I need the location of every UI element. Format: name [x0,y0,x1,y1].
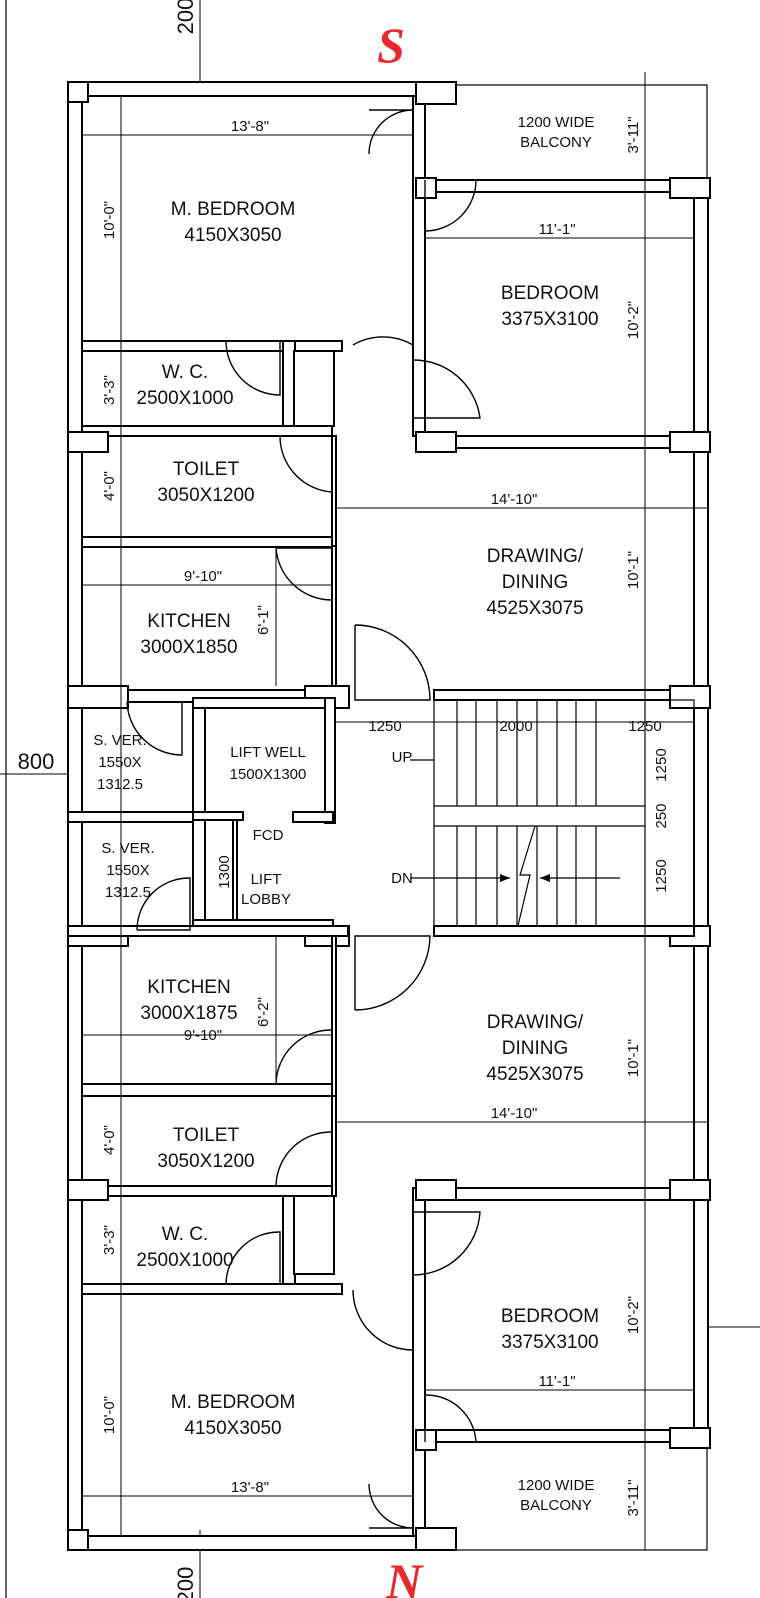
sver-bottom-line3: 1312.5 [105,884,151,901]
stair-h3: 1250 [653,859,670,892]
wc-name: W. C. [162,362,208,383]
lower-drawing-size: 4525X3075 [486,1064,583,1085]
toilet-height-dim: 4'-0" [101,471,118,501]
stair-h2: 250 [653,803,670,828]
lower-toilet-height-dim: 4'-0" [101,1125,118,1155]
lower-drawing-height-dim: 10'-1" [625,1039,642,1077]
lift-well-name: LIFT WELL [230,744,306,761]
lower-kitchen-height-dim: 6'-2" [255,997,272,1027]
lower-columns [67,1179,711,1551]
kitchen-height-dim: 6'-1" [255,605,272,635]
stair-dn-label: DN [391,870,413,887]
bedroom-name: BEDROOM [501,283,599,304]
fcd-label: FCD [253,827,284,844]
lower-wc-name: W. C. [162,1224,208,1245]
drawing-height-dim: 10'-1" [625,551,642,589]
dimension-lines [82,72,707,1550]
lower-mbr-width-dim: 13'-8" [231,1479,269,1496]
lower-toilet-size: 3050X1200 [157,1151,254,1172]
lower-kitchen-width-dim: 9'-10" [184,1027,222,1044]
lower-mbr-size: 4150X3050 [184,1418,281,1439]
stair-w2: 2000 [499,718,532,735]
sver-top-line1: S. VER. [93,732,146,749]
stair-w1: 1250 [368,718,401,735]
sver-top-line3: 1312.5 [97,776,143,793]
lower-balcony-depth-dim: 3'-11" [625,1479,642,1516]
toilet-name: TOILET [173,459,240,480]
lobby-line2: LOBBY [241,891,291,908]
mbr-height-dim: 10'-0" [101,201,118,239]
stair-up-label: UP [392,749,413,766]
sver-bottom-line2: 1550X [106,862,149,879]
lower-wc-size: 2500X1000 [136,1250,233,1271]
lower-unit-walls [67,925,695,1537]
lower-toilet-name: TOILET [173,1125,240,1146]
stair-h1: 1250 [653,748,670,781]
compass-north-label: N [385,1553,424,1598]
stair-w3: 1250 [628,718,661,735]
mbr-name: M. BEDROOM [171,199,296,220]
lower-bedroom-size: 3375X3100 [501,1332,598,1353]
kitchen-width-dim: 9'-10" [184,568,222,585]
wc-height-dim: 3'-3" [101,375,118,405]
bottom-left-dim: 200 [173,1567,198,1598]
lower-mbr-name: M. BEDROOM [171,1392,296,1413]
lobby-dim: 1300 [216,855,233,888]
balcony-line2: BALCONY [520,134,592,151]
bedroom-width-dim: 11'-1" [538,221,575,238]
lower-balcony-line2: BALCONY [520,1497,592,1514]
top-left-dim: 200 [173,0,198,34]
lower-bedroom-width-dim: 11'-1" [538,1373,575,1390]
lobby-line1: LIFT [251,871,282,888]
mbr-size: 4150X3050 [184,225,281,246]
drawing-line2: DINING [502,572,569,593]
bedroom-size: 3375X3100 [501,309,598,330]
lower-kitchen-name: KITCHEN [147,977,230,998]
drawing-width-dim: 14'-10" [491,491,538,508]
wc-size: 2500X1000 [136,388,233,409]
upper-unit-labels: 13'-8" 10'-0" M. BEDROOM 4150X3050 1200 … [101,114,642,658]
lower-mbr-height-dim: 10'-0" [101,1396,118,1434]
core-labels: S. VER. 1550X 1312.5 S. VER. 1550X 1312.… [93,718,670,908]
kitchen-name: KITCHEN [147,611,230,632]
sver-top-line2: 1550X [98,754,141,771]
toilet-size: 3050X1200 [157,485,254,506]
balcony-depth-dim: 3'-11" [625,116,642,153]
bedroom-height-dim: 10'-2" [625,301,642,339]
lower-bedroom-height-dim: 10'-2" [625,1296,642,1334]
kitchen-size: 3000X1850 [140,637,237,658]
lower-drawing-line2: DINING [502,1038,569,1059]
lower-kitchen-size: 3000X1875 [140,1003,237,1024]
lower-wc-height-dim: 3'-3" [101,1225,118,1255]
lower-drawing-line1: DRAWING/ [487,1012,584,1033]
lower-bedroom-name: BEDROOM [501,1306,599,1327]
mbr-width-dim: 13'-8" [231,118,269,135]
lower-balcony-line1: 1200 WIDE [518,1477,595,1494]
lift-well-size: 1500X1300 [230,766,307,783]
sver-bottom-line1: S. VER. [101,840,154,857]
upper-unit-walls [67,95,695,703]
compass-south-label: S [377,17,405,73]
lower-drawing-width-dim: 14'-10" [491,1105,538,1122]
left-mid-dim: 800 [18,749,55,774]
drawing-line1: DRAWING/ [487,546,584,567]
drawing-size: 4525X3075 [486,598,583,619]
door-swings [126,109,481,1529]
balcony-line1: 1200 WIDE [518,114,595,131]
upper-columns [67,81,711,709]
lower-unit-labels: KITCHEN 3000X1875 9'-10" 6'-2" DRAWING/ … [101,977,642,1517]
